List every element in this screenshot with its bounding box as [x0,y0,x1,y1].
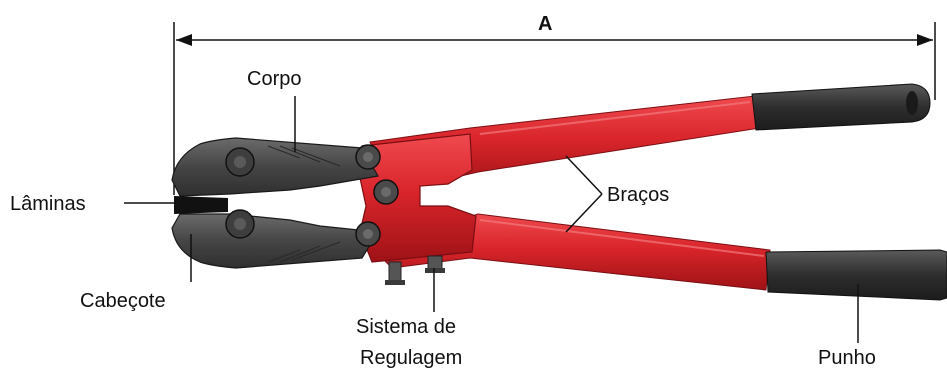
joint-plate [359,133,477,263]
label-bracos: Braços [607,184,669,206]
label-corpo: Corpo [247,68,301,90]
lower-grip [765,249,947,301]
dimension-line [173,22,936,195]
label-sistema-line1: Sistema de [356,316,456,338]
cutter-head [171,137,380,269]
leader-bracos-upper [565,155,603,195]
label-sistema-line2: Regulagem [360,347,462,369]
adjustment-screws [385,255,445,285]
leader-lines [124,96,859,343]
upper-grip [751,83,931,131]
label-laminas: Lâminas [10,193,86,215]
head-bolts [225,144,399,247]
dimension-label: A [538,13,552,35]
leader-bracos-lower [565,193,603,233]
label-punho: Punho [818,347,876,369]
label-cabecote: Cabeçote [80,290,166,312]
